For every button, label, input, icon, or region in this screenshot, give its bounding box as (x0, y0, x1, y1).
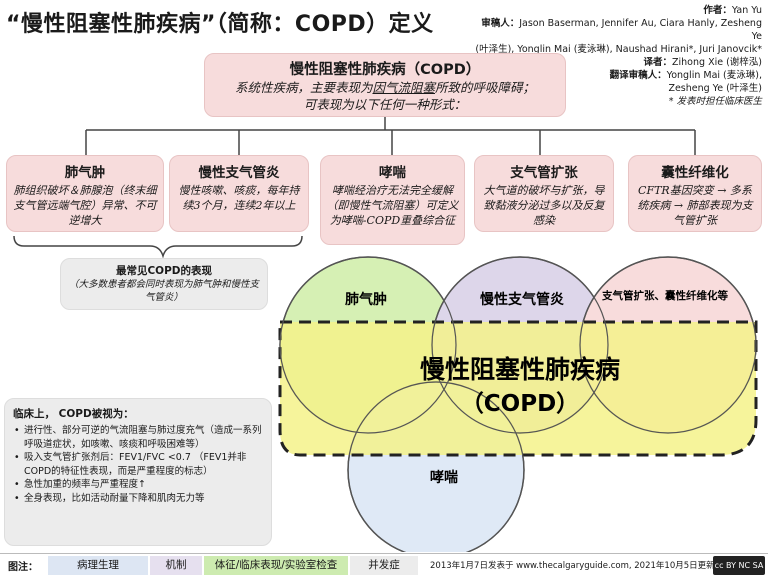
license-badge: cc BY NC SA (713, 556, 765, 575)
copd-definition-box: 慢性阻塞性肺疾病（COPD） 系统性疾病，主要表现为因气流阻塞所致的呼吸障碍； … (204, 53, 566, 117)
circle-outlines (279, 256, 757, 552)
venn-label-copd-abbr: （COPD） (461, 390, 579, 417)
venn-label-copd: 慢性阻塞性肺疾病 (420, 355, 620, 384)
subtype-heading: 肺气肿 (64, 165, 106, 181)
subtype-emphysema: 肺气肿 肺组织破坏＆肺腺泡（终末细支气管远端气腔）异常、不可逆增大 (6, 155, 164, 232)
subtype-asthma: 哮喘 哮喘经治疗无法完全缓解（即慢性气流阻塞）可定义为哮喘-COPD重叠综合征 (320, 155, 465, 245)
common-presentation-description: （大多数患者都会同时表现为肺气肿和慢性支气管炎） (68, 279, 259, 303)
venn-label-bronchiectasis: 支气管扩张、囊性纤维化等 (601, 289, 728, 302)
subtype-description: 哮喘经治疗无法完全缓解（即慢性气流阻塞）可定义为哮喘-COPD重叠综合征 (326, 184, 459, 227)
connector-lines (85, 117, 696, 155)
subtype-description: 大气道的破坏与扩张，导致黏液分泌过多以及反复感染 (483, 184, 605, 227)
page-title: “慢性阻塞性肺疾病”（简称：COPD）定义 (6, 12, 434, 37)
copd-region (278, 320, 758, 457)
diagram-canvas: 肺气肿 慢性支气管炎 支气管扩张、囊性纤维化等 慢性阻塞性肺疾病 （COPD） … (13, 117, 758, 552)
published-date: 2013年1月7日发表于 www.thecalgaryguide.com, 20… (430, 561, 715, 571)
common-presentation-heading: 最常见COPD的表现 (115, 265, 213, 277)
venn-label-asthma: 哮喘 (430, 469, 458, 486)
asthma-outline (347, 381, 525, 552)
translation-reviewers-line1: Yonglin Mai (麦泳琳), (666, 70, 762, 81)
venn-label-emphysema: 肺气肿 (345, 291, 387, 308)
reviewers-line1: Jason Baserman, Jennifer Au, Ciara Hanly… (519, 18, 762, 42)
subtype-cystic-fibrosis: 囊性纤维化 CFTR基因突变 → 多系统疾病 → 肺部表现为支气管扩张 (628, 155, 762, 232)
subtype-description: 慢性咳嗽、咳痰，每年持续3个月，连续2年以上 (178, 184, 300, 212)
grouping-brace (13, 235, 303, 259)
reviewers-line2: (叶泽生), Yonglin Mai (麦泳琳), Naushad Hirani… (475, 44, 762, 55)
subtype-bronchiectasis: 支气管扩张 大气道的破坏与扩张，导致黏液分泌过多以及反复感染 (474, 155, 614, 232)
legend-signs: 体征/临床表现/实验室检查 (204, 556, 348, 575)
translation-reviewers-line2: Zesheng Ye (叶泽生) (668, 83, 762, 94)
subtype-heading: 囊性纤维化 (661, 165, 729, 181)
list-item: 急性加重的频率与严重程度↑ (13, 478, 263, 492)
list-item: 进行性、部分可逆的气流阻塞与肺过度充气（造成一系列呼吸道症状，如咳嗽、咳痰和呼吸… (13, 424, 263, 451)
subtype-heading: 慢性支气管炎 (198, 165, 280, 181)
common-presentation-box: 最常见COPD的表现 （大多数患者都会同时表现为肺气肿和慢性支气管炎） (60, 258, 268, 310)
subtype-heading: 支气管扩张 (510, 165, 578, 181)
bronchiectasis-outline (579, 256, 757, 434)
subtype-chronic-bronchitis: 慢性支气管炎 慢性咳嗽、咳痰，每年持续3个月，连续2年以上 (169, 155, 309, 232)
legend-label: 图注： (8, 562, 38, 573)
subtype-description: CFTR基因突变 → 多系统疾病 → 肺部表现为支气管扩张 (637, 184, 753, 227)
definition-line2: 可表现为以下任何一种形式： (303, 97, 467, 112)
subtype-description: 肺组织破坏＆肺腺泡（终末细支气管远端气腔）异常、不可逆增大 (13, 184, 157, 227)
clinical-heading: 临床上， COPD被视为： (13, 408, 134, 420)
bronchitis-outline (431, 256, 609, 434)
definition-line1-end: 所致的呼吸障碍； (435, 80, 536, 95)
legend-mechanism: 机制 (150, 556, 202, 575)
translation-reviewers-label: 翻译审稿人： (609, 70, 667, 81)
definition-heading: 慢性阻塞性肺疾病（COPD） (289, 62, 481, 78)
subtype-heading: 哮喘 (379, 165, 406, 181)
clinical-list: 进行性、部分可逆的气流阻塞与肺过度充气（造成一系列呼吸道症状，如咳嗽、咳痰和呼吸… (13, 424, 263, 505)
clinical-box: 临床上， COPD被视为： 进行性、部分可逆的气流阻塞与肺过度充气（造成一系列呼… (4, 398, 272, 546)
list-item: 全身表现，比如活动耐量下降和肌肉无力等 (13, 492, 263, 506)
legend-pathophysiology: 病理生理 (48, 556, 148, 575)
emphysema-outline (279, 256, 457, 434)
definition-line1-underlined: 因气流阻塞 (372, 80, 435, 95)
definition-line1-start: 系统性疾病，主要表现为 (234, 80, 373, 95)
definition-line1: 系统性疾病，主要表现为因气流阻塞所致的呼吸障碍； (213, 79, 557, 96)
author-name: Yan Yu (731, 5, 762, 16)
credits: 作者：Yan Yu 审稿人：Jason Baserman, Jennifer A… (472, 4, 762, 108)
venn-label-chronic-bronchitis: 慢性支气管炎 (480, 291, 564, 308)
reviewers-label: 审稿人： (481, 18, 520, 29)
author-label: 作者： (703, 5, 732, 16)
list-item: 吸入支气管扩张剂后：FEV1/FVC <0.7 （FEV1并非COPD的特征性表… (13, 451, 263, 478)
legend-complications: 并发症 (350, 556, 418, 575)
legend-bar: 图注： 病理生理 机制 体征/临床表现/实验室检查 并发症 2013年1月7日发… (0, 553, 768, 576)
translator-name: Zihong Xie (谢梓泓) (672, 57, 762, 68)
translator-label: 译者： (643, 57, 673, 68)
clinician-note: * 发表时担任临床医生 (668, 96, 762, 107)
